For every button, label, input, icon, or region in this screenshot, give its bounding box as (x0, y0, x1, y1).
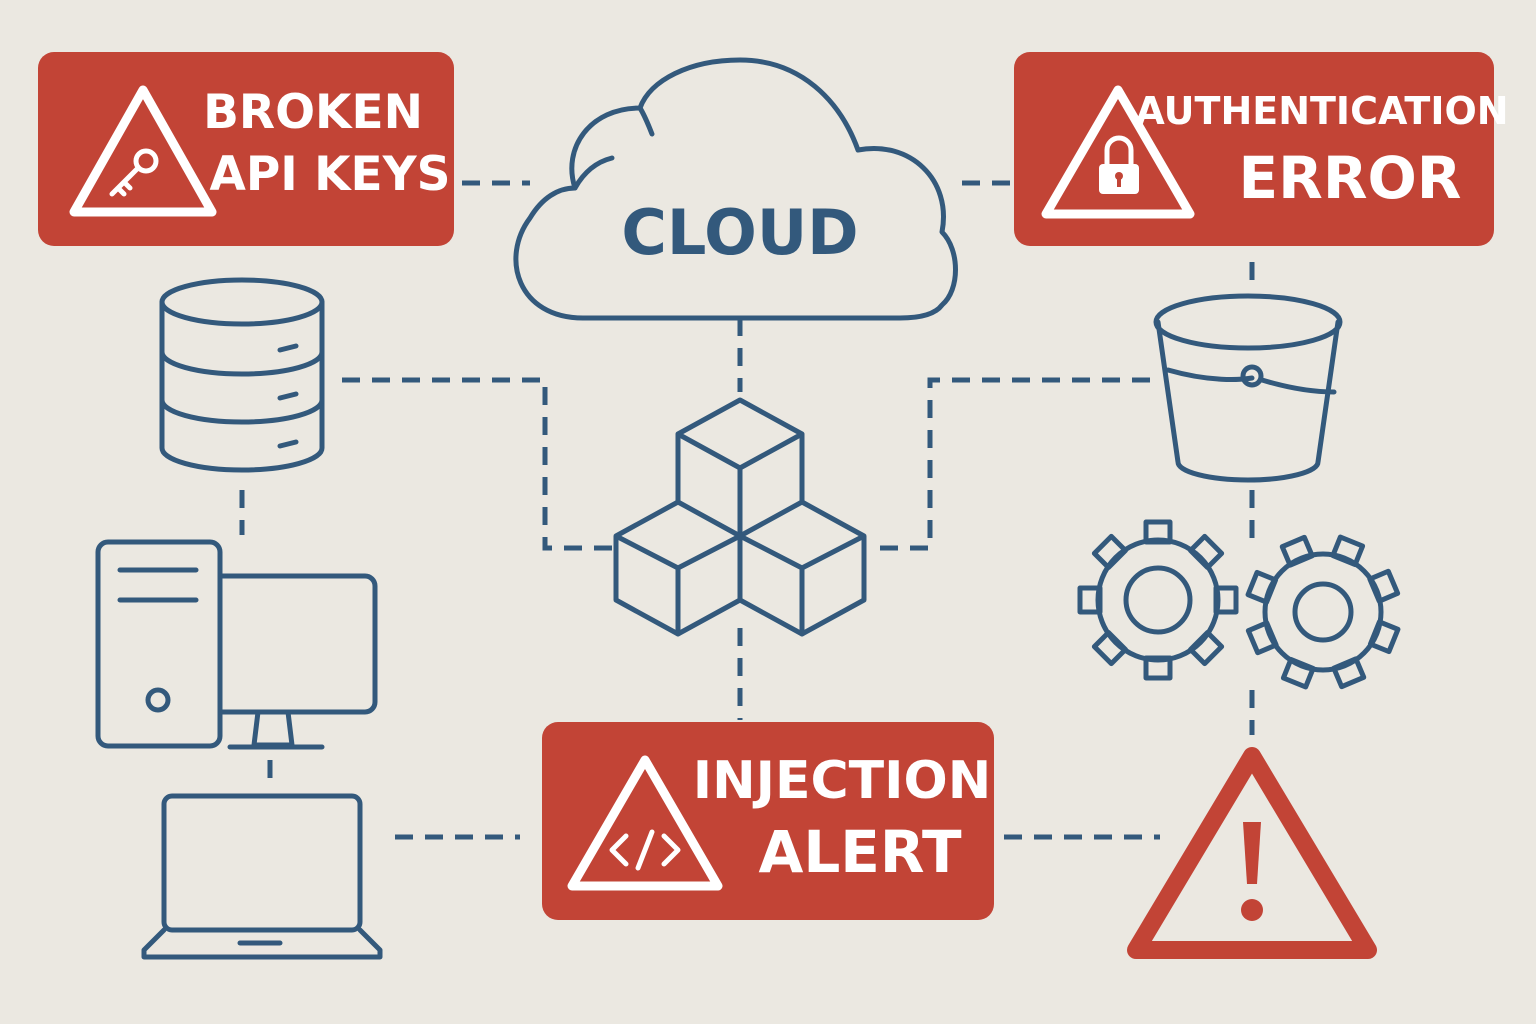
alert-title-line2: ERROR (1239, 144, 1462, 212)
cloud-icon (513, 57, 958, 321)
alert-title-line2: ALERT (758, 818, 962, 886)
connectors (239, 180, 1255, 840)
alert-injection: INJECTION ALERT (542, 722, 994, 920)
alert-authentication-error: AUTHENTICATION ERROR (1014, 52, 1509, 246)
alert-title-line1: INJECTION (693, 751, 991, 811)
storage-bucket-icon (1153, 293, 1343, 483)
alert-title-line1: BROKEN (203, 85, 423, 140)
gears-icon (1077, 519, 1401, 690)
desktop-computer-icon (95, 539, 378, 750)
cubes-icon (613, 397, 867, 637)
cloud-inner-curve (637, 105, 655, 137)
laptop-icon (141, 793, 383, 960)
warning-icon (1127, 747, 1377, 959)
alert-broken-api-keys: BROKEN API KEYS (38, 52, 454, 246)
cloud-inner-curve (572, 155, 615, 191)
alert-title-line2: API KEYS (209, 147, 450, 202)
connector-database-cubes (342, 377, 612, 551)
gear-left (1077, 519, 1239, 681)
cloud: CLOUD (513, 57, 958, 321)
gear-right (1245, 534, 1401, 690)
connector-bucket-cubes (868, 377, 1150, 551)
key-icon (69, 85, 217, 217)
cloud-label: CLOUD (621, 196, 858, 269)
alert-box (1014, 52, 1494, 246)
lock-icon (1041, 85, 1195, 219)
code-icon (567, 755, 723, 891)
database-icon (159, 277, 325, 473)
alert-title-line1: AUTHENTICATION (1135, 89, 1508, 133)
